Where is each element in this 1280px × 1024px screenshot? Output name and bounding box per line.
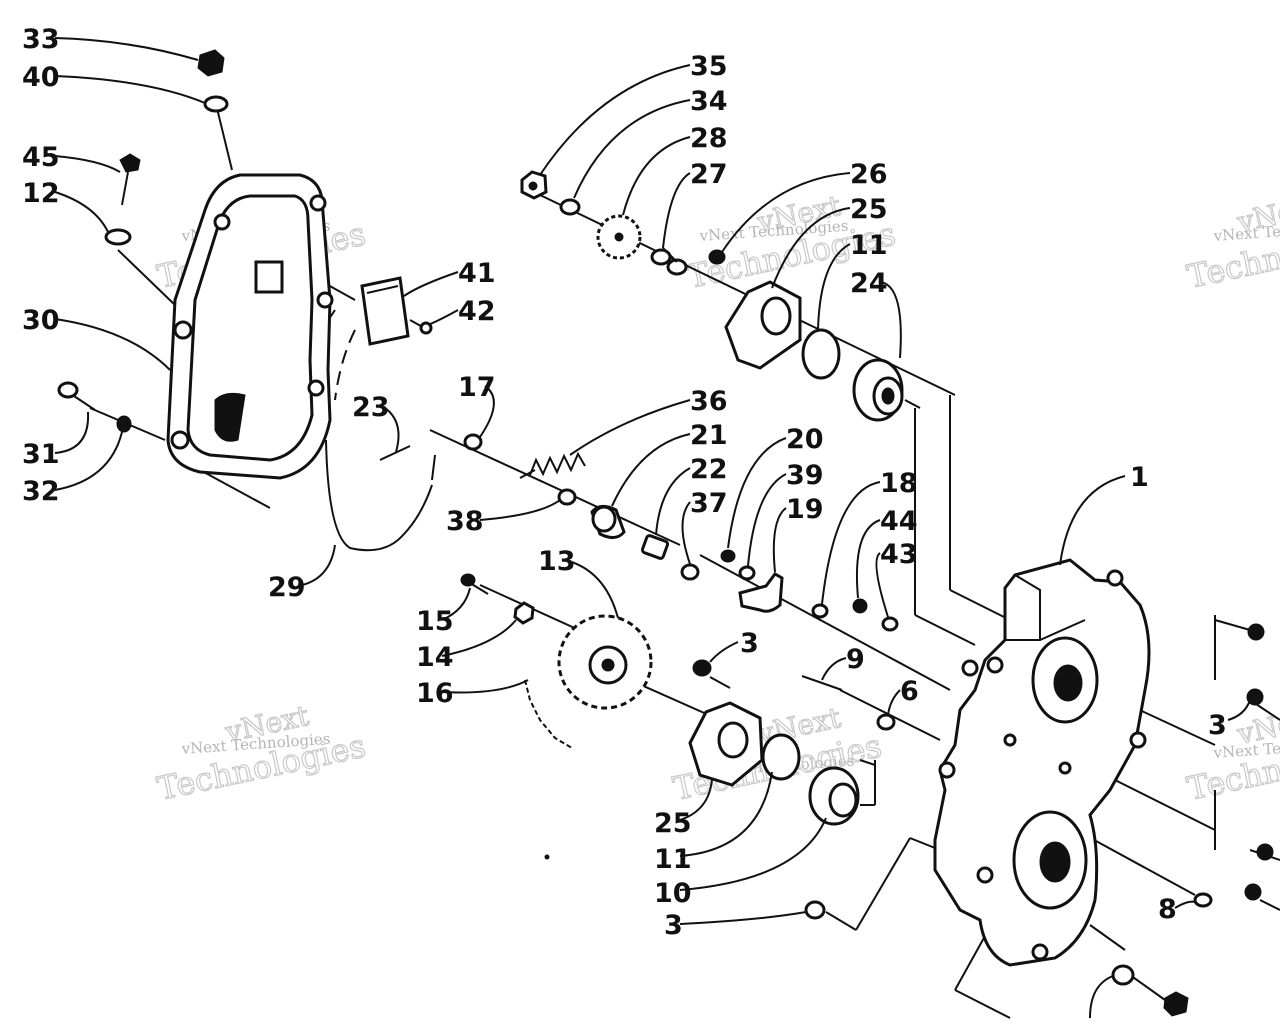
callout-25-upper: 25 <box>850 194 888 225</box>
callout-13: 13 <box>538 546 576 577</box>
pin-23 <box>379 445 411 461</box>
bearing-flange-25-upper <box>724 280 802 370</box>
washer-40 <box>203 95 229 113</box>
chain-16 <box>524 679 573 749</box>
snap-ring-11-upper <box>801 328 841 380</box>
washer-12 <box>104 228 132 246</box>
callout-20: 20 <box>786 424 824 455</box>
washer-39 <box>738 565 756 581</box>
washer-38 <box>557 488 577 506</box>
callout-29: 29 <box>268 572 306 603</box>
nut-35 <box>520 170 548 200</box>
callout-28: 28 <box>690 123 728 154</box>
callout-41: 41 <box>458 258 496 289</box>
callout-15: 15 <box>416 606 454 637</box>
leader-lines <box>54 37 1251 1019</box>
callout-44: 44 <box>880 506 918 537</box>
washer-17 <box>463 433 483 451</box>
washer-34 <box>559 198 581 216</box>
callout-42: 42 <box>458 296 496 327</box>
nut-44 <box>852 598 868 614</box>
callout-24: 24 <box>850 268 888 299</box>
callout-30: 30 <box>22 305 60 336</box>
sleeve-22 <box>640 534 670 560</box>
callout-26: 26 <box>850 159 888 190</box>
sprocket-13 <box>557 614 653 710</box>
right-edge-parts <box>1111 623 1274 1017</box>
bearing-10 <box>808 766 860 826</box>
cap-screw-33 <box>197 49 225 77</box>
nut-3-bottom <box>804 900 826 920</box>
callout-10: 10 <box>654 878 692 909</box>
bolt-31 <box>57 381 96 411</box>
callout-1: 1 <box>1130 462 1149 493</box>
callout-labels: 33 40 45 12 30 31 32 35 34 28 27 26 25 1… <box>22 24 1227 941</box>
callout-25-lower: 25 <box>654 808 692 839</box>
spring-36 <box>519 451 586 479</box>
callout-22: 22 <box>690 454 728 485</box>
callout-17: 17 <box>458 372 496 403</box>
callout-3-right: 3 <box>1208 710 1227 741</box>
washer-37 <box>680 563 700 581</box>
callout-45: 45 <box>22 142 60 173</box>
washer-8 <box>1193 892 1213 908</box>
callout-16: 16 <box>416 678 454 709</box>
nut-6 <box>876 713 896 731</box>
callout-43: 43 <box>880 539 918 570</box>
washer-43 <box>881 616 899 632</box>
callout-3-bottom: 3 <box>664 910 683 941</box>
snap-ring-11-lower <box>761 733 801 781</box>
callout-31: 31 <box>22 439 60 470</box>
bearing-24 <box>852 358 904 422</box>
callout-11-upper: 11 <box>850 230 888 261</box>
callout-35: 35 <box>690 51 728 82</box>
callout-38: 38 <box>446 506 484 537</box>
callout-18: 18 <box>880 468 918 499</box>
callout-27: 27 <box>690 159 728 190</box>
washers-27 <box>650 248 688 276</box>
callout-19: 19 <box>786 494 824 525</box>
nut-3-center <box>692 659 712 677</box>
nut-26 <box>708 249 726 265</box>
plate-41 <box>360 276 410 346</box>
chain-case-cover <box>166 173 334 480</box>
nut-20 <box>720 549 736 563</box>
screw-42 <box>409 319 433 335</box>
callout-6: 6 <box>900 676 919 707</box>
callout-9: 9 <box>846 644 865 675</box>
callout-3-center: 3 <box>740 628 759 659</box>
stud-9 <box>801 675 843 691</box>
callout-40: 40 <box>22 62 60 93</box>
nut-32 <box>116 415 132 433</box>
nut-18 <box>811 603 829 619</box>
watermark-bottom-left: vNext vNext Technologies Technologies <box>153 698 369 808</box>
sprocket-28 <box>596 214 642 260</box>
callout-8: 8 <box>1158 894 1177 925</box>
callout-11-lower: 11 <box>654 844 692 875</box>
callout-32: 32 <box>22 476 60 507</box>
callout-23: 23 <box>352 392 390 423</box>
lever-19 <box>738 572 784 613</box>
bolt-15 <box>460 573 489 595</box>
watermark-top-right: vNext vNext Technologies Technologies <box>1183 188 1280 296</box>
bearing-flange-25-lower <box>688 701 764 787</box>
callout-12: 12 <box>22 178 60 209</box>
print-speck <box>544 854 550 860</box>
bushing-21 <box>590 505 626 539</box>
watermark-top-center: vNext vNext Technologies Technologies <box>683 188 899 296</box>
callout-33: 33 <box>22 24 60 55</box>
callout-37: 37 <box>690 488 728 519</box>
callout-39: 39 <box>786 460 824 491</box>
callout-34: 34 <box>690 86 728 117</box>
watermark-bottom-right: vNext vNext Technologies Technologies <box>1183 700 1280 808</box>
screw-45 <box>119 153 141 206</box>
callout-36: 36 <box>690 386 728 417</box>
callout-14: 14 <box>416 642 454 673</box>
cable-29 <box>325 439 433 552</box>
washer-14 <box>513 601 535 625</box>
callout-21: 21 <box>690 420 728 451</box>
chain-case-housing <box>933 558 1151 967</box>
